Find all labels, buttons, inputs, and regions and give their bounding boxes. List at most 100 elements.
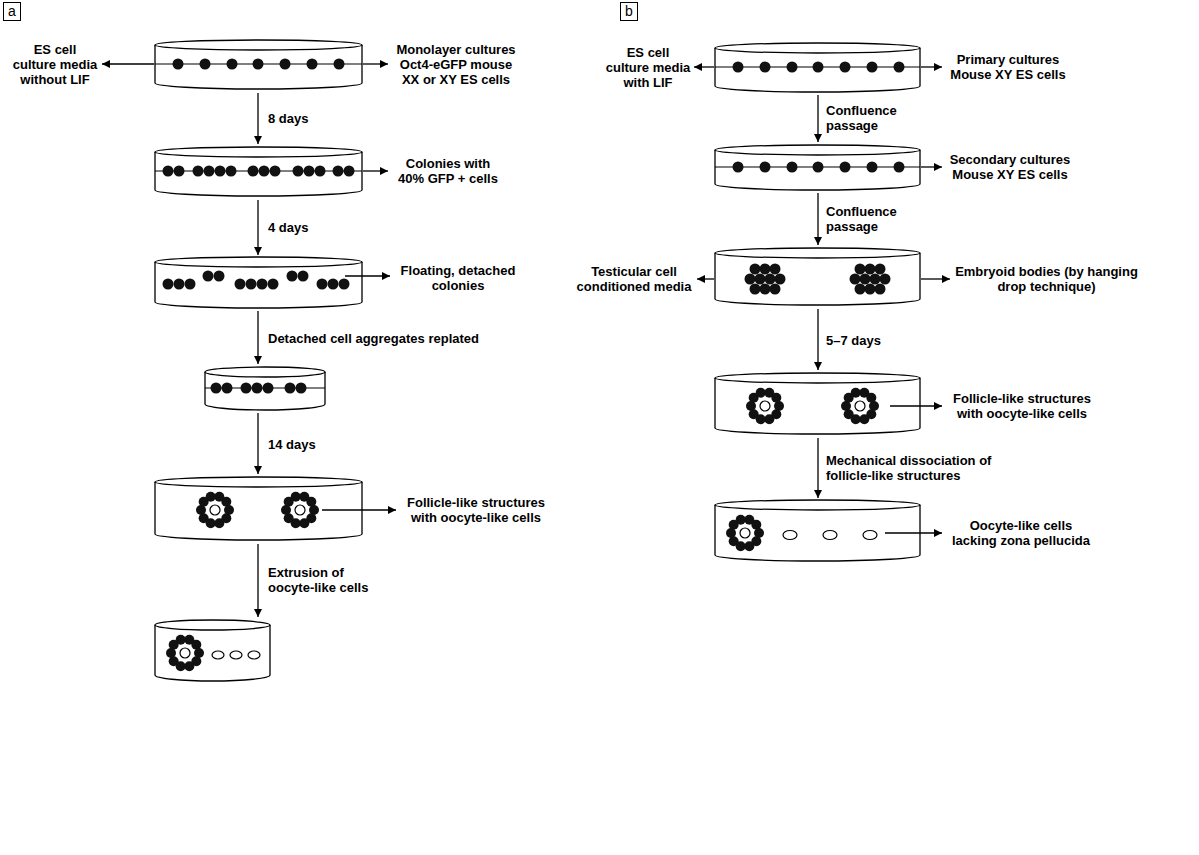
culture-label: Floating, detached colonies bbox=[394, 263, 522, 293]
granulosa-cell bbox=[751, 520, 761, 530]
es-cell bbox=[865, 264, 876, 275]
follicle-structure bbox=[196, 492, 234, 529]
es-cell bbox=[867, 62, 878, 73]
es-cell bbox=[298, 271, 309, 282]
es-cell bbox=[760, 62, 771, 73]
dish-rim bbox=[715, 43, 920, 53]
petri-dish bbox=[155, 147, 362, 196]
es-cell bbox=[163, 166, 174, 177]
step-label: Mechanical dissociation of follicle-like… bbox=[826, 453, 1006, 483]
dish-rim bbox=[205, 367, 325, 377]
es-cell bbox=[203, 271, 214, 282]
oocyte-like-cell bbox=[740, 528, 750, 538]
oocyte-like-cell bbox=[760, 401, 770, 411]
es-cell bbox=[733, 62, 744, 73]
es-cell bbox=[339, 279, 350, 290]
es-cell bbox=[304, 166, 315, 177]
step-label: Detached cell aggregates replated bbox=[268, 331, 538, 346]
es-cell bbox=[280, 59, 291, 70]
process-arrow bbox=[322, 509, 396, 510]
petri-dish bbox=[155, 40, 362, 89]
panel-letter: a bbox=[8, 3, 16, 20]
oocyte-like-cell bbox=[295, 505, 305, 515]
es-cell bbox=[865, 284, 876, 295]
petri-dish bbox=[715, 500, 920, 561]
es-cell bbox=[173, 59, 184, 70]
step-label: Confluence passage bbox=[826, 103, 916, 133]
granulosa-cell bbox=[771, 393, 781, 403]
es-cell bbox=[840, 62, 851, 73]
culture-label: Primary cultures Mouse XY ES cells bbox=[946, 52, 1070, 82]
step-label: 8 days bbox=[268, 111, 348, 126]
dish-group bbox=[155, 40, 920, 681]
es-cell bbox=[855, 284, 866, 295]
es-cell bbox=[850, 274, 861, 285]
culture-label: Secondary cultures Mouse XY ES cells bbox=[946, 152, 1074, 182]
es-cell bbox=[268, 279, 279, 290]
culture-label: Follicle-like structures with oocyte-lik… bbox=[946, 391, 1098, 421]
dish-body bbox=[155, 625, 270, 681]
process-arrow bbox=[890, 405, 942, 406]
granulosa-cell bbox=[736, 515, 746, 525]
oocyte-like-cell bbox=[180, 648, 190, 658]
step-label: Extrusion of oocyte-like cells bbox=[268, 565, 393, 595]
dish-body bbox=[155, 262, 362, 308]
granulosa-cell bbox=[851, 388, 861, 398]
granulosa-cell bbox=[764, 414, 774, 424]
es-cell bbox=[733, 162, 744, 173]
es-cell bbox=[328, 279, 339, 290]
process-arrow bbox=[257, 544, 258, 617]
es-cell bbox=[235, 279, 246, 290]
es-cell bbox=[880, 274, 891, 285]
es-cell bbox=[875, 284, 886, 295]
es-cell bbox=[344, 166, 355, 177]
granulosa-cell bbox=[206, 492, 216, 502]
medium-label: ES cell culture media without LIF bbox=[12, 42, 98, 87]
process-arrow bbox=[817, 438, 818, 498]
es-cell bbox=[333, 166, 344, 177]
es-cell bbox=[193, 166, 204, 177]
dish-rim bbox=[715, 248, 920, 258]
es-cell bbox=[875, 264, 886, 275]
es-cell bbox=[204, 166, 215, 177]
es-cell bbox=[760, 162, 771, 173]
process-arrow bbox=[885, 532, 942, 533]
es-cell bbox=[185, 279, 196, 290]
es-cell bbox=[174, 166, 185, 177]
oocyte-like-cell bbox=[823, 531, 837, 540]
es-cell bbox=[174, 279, 185, 290]
process-arrow bbox=[345, 275, 390, 276]
oocyte-like-cell bbox=[212, 651, 224, 659]
granulosa-cell bbox=[176, 635, 186, 645]
es-cell bbox=[296, 383, 307, 394]
arrow-group bbox=[102, 64, 950, 617]
es-cell bbox=[253, 59, 264, 70]
granulosa-cell bbox=[184, 661, 194, 671]
process-arrow bbox=[921, 278, 950, 279]
es-cell bbox=[222, 383, 233, 394]
medium-label: Testicular cell conditioned media bbox=[575, 264, 693, 294]
es-cell bbox=[317, 279, 328, 290]
es-cell bbox=[870, 274, 881, 285]
es-cell bbox=[894, 162, 905, 173]
petri-dish bbox=[715, 248, 920, 305]
process-arrow bbox=[257, 311, 258, 364]
dish-rim bbox=[155, 477, 362, 487]
es-cell bbox=[248, 166, 259, 177]
es-cell bbox=[215, 166, 226, 177]
follicle-structure bbox=[281, 492, 319, 529]
es-cell bbox=[263, 383, 274, 394]
process-arrow bbox=[694, 66, 714, 67]
medium-label: ES cell culture media with LIF bbox=[605, 45, 691, 90]
granulosa-cell bbox=[191, 640, 201, 650]
granulosa-cell bbox=[744, 541, 754, 551]
es-cell bbox=[307, 59, 318, 70]
process-arrow bbox=[257, 93, 258, 144]
granulosa-cell bbox=[866, 393, 876, 403]
process-arrow bbox=[817, 193, 818, 245]
dish-rim bbox=[715, 373, 920, 383]
es-cell bbox=[334, 59, 345, 70]
oocyte-like-cell bbox=[230, 651, 242, 659]
granulosa-cell bbox=[306, 497, 316, 507]
